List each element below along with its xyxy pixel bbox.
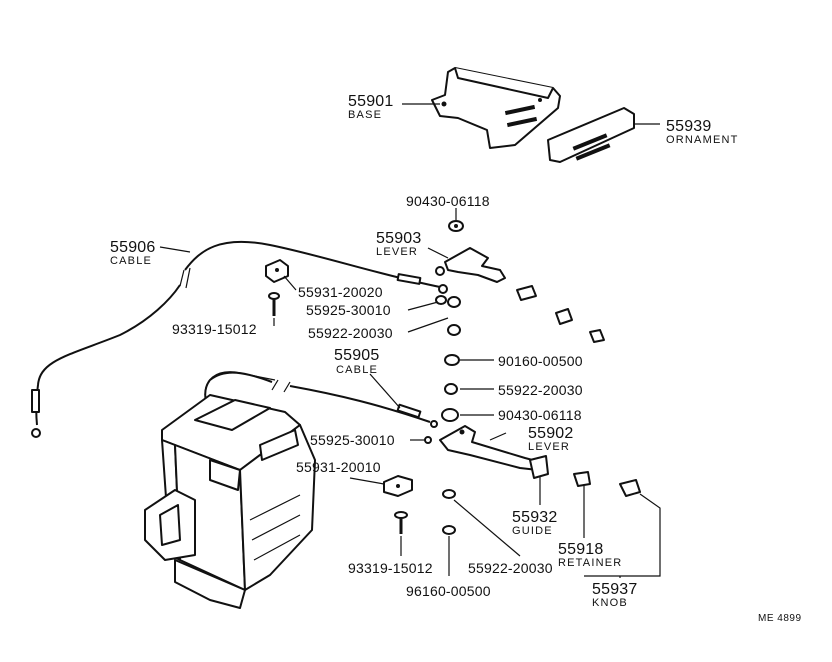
- drawing-reference: ME 4899: [758, 613, 802, 624]
- label-knob-name: KNOB: [592, 597, 628, 609]
- label-cable-top-name: CABLE: [110, 255, 152, 267]
- label-clip-top: 55925-30010: [306, 302, 391, 318]
- label-lever-bot-name: LEVER: [528, 441, 570, 453]
- label-ornament-number: 55939: [666, 118, 712, 135]
- cable-top-part: [31, 240, 448, 438]
- clamp-bot-part: [383, 475, 413, 497]
- heater-unit: [144, 371, 316, 609]
- nut-e-part: [442, 525, 456, 535]
- screw-bot-part: [394, 511, 408, 534]
- label-base-name: BASE: [348, 109, 382, 121]
- label-washer-top: 90430-06118: [406, 193, 490, 209]
- label-retainer-number: 55918: [558, 541, 604, 558]
- clamp-top-part: [265, 259, 289, 283]
- label-clamp-top: 55931-20020: [298, 284, 383, 300]
- label-lever-top-number: 55903: [376, 230, 422, 247]
- label-ornament-name: ORNAMENT: [666, 134, 739, 146]
- label-knob-number: 55937: [592, 581, 638, 598]
- label-nut-e: 96160-00500: [406, 583, 491, 599]
- label-cable-bot-name: CABLE: [336, 364, 378, 376]
- label-lever-top-name: LEVER: [376, 246, 418, 258]
- label-guide-number: 55932: [512, 509, 558, 526]
- label-nut-a: 55922-20030: [308, 325, 393, 341]
- label-washer-bot: 90430-06118: [498, 407, 582, 423]
- label-clip-bot: 55925-30010: [310, 432, 395, 448]
- part-labels: 55901 BASE 55939 ORNAMENT 90430-06118 55…: [110, 93, 802, 624]
- lever-bot-part: [439, 425, 641, 497]
- screw-top-part: [268, 292, 280, 316]
- ornament-part: [547, 107, 635, 163]
- nut-d-part: [442, 489, 456, 499]
- label-lever-bot-number: 55902: [528, 425, 574, 442]
- label-guide-name: GUIDE: [512, 525, 553, 537]
- label-nut-c: 55922-20030: [498, 382, 583, 398]
- label-nut-d: 55922-20030: [468, 560, 553, 576]
- nuts-column: [435, 295, 461, 422]
- label-nut-b: 90160-00500: [498, 353, 583, 369]
- label-base-number: 55901: [348, 93, 394, 110]
- label-screw-top: 93319-15012: [172, 321, 257, 337]
- base-part: [431, 67, 561, 149]
- label-cable-top-number: 55906: [110, 239, 156, 256]
- label-cable-bot-number: 55905: [334, 347, 380, 364]
- lever-top-part: [435, 220, 605, 343]
- label-retainer-name: RETAINER: [558, 557, 622, 569]
- leader-lines: [159, 103, 661, 578]
- label-clamp-bot: 55931-20010: [296, 459, 381, 475]
- label-screw-bot: 93319-15012: [348, 560, 433, 576]
